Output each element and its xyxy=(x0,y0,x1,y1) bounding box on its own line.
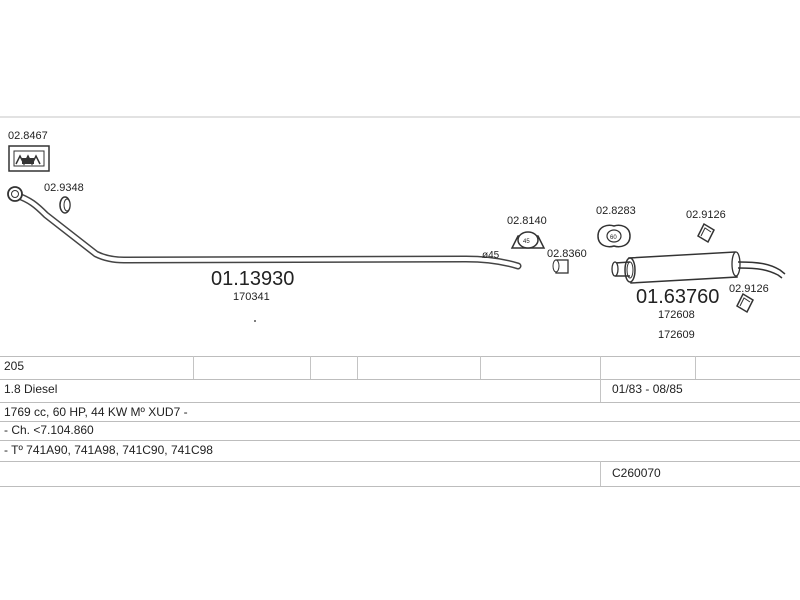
table-rule xyxy=(0,440,800,441)
part-number-clamp-left: 02.9348 xyxy=(44,182,84,194)
table-rule xyxy=(0,461,800,462)
table-cell-code: C260070 xyxy=(612,466,661,480)
oe-number-muffler-1: 172608 xyxy=(658,309,695,321)
rubber-hanger-icon xyxy=(697,222,715,244)
table-rule xyxy=(0,379,800,380)
front-pipe xyxy=(7,186,522,270)
table-divider xyxy=(695,356,696,379)
table-cell-chassis: - Ch. <7.104.860 xyxy=(4,423,94,437)
table-rule xyxy=(0,486,800,487)
table-cell-engine: 1.8 Diesel xyxy=(4,382,58,396)
pipe-clamp-icon xyxy=(59,196,71,214)
gasket-diameter-mark: 45 xyxy=(523,239,530,245)
table-cell-model: 205 xyxy=(4,359,25,373)
flange-diameter-mark: 60 xyxy=(610,235,617,241)
part-number-clamp-mid: 02.8360 xyxy=(547,248,587,260)
part-number-bracket: 02.8467 xyxy=(8,130,48,142)
table-divider xyxy=(193,356,194,379)
table-divider xyxy=(310,356,311,379)
table-divider xyxy=(357,356,358,379)
part-number-gasket: 02.8140 xyxy=(507,215,547,227)
table-cell-years: 01/83 - 08/85 xyxy=(612,382,683,396)
flange-gasket-icon: 45 xyxy=(510,231,546,249)
pipe-clamp-mid-icon xyxy=(552,259,569,274)
dot-mark xyxy=(254,320,256,322)
flange-gasket-large-icon: 60 xyxy=(597,224,631,248)
rubber-hanger-bottom-icon xyxy=(736,292,754,314)
table-rule xyxy=(0,402,800,403)
table-rule xyxy=(0,421,800,422)
rear-muffler xyxy=(611,251,786,284)
mount-bracket-icon xyxy=(8,145,50,172)
part-number-flange-gasket: 02.8283 xyxy=(596,205,636,217)
part-number-rubber-bottom: 02.9126 xyxy=(729,283,769,295)
part-number-rubber-top: 02.9126 xyxy=(686,209,726,221)
table-cell-specs: 1769 cc, 60 HP, 44 KW Mº XUD7 - xyxy=(4,405,188,419)
table-divider xyxy=(600,356,601,402)
table-rule xyxy=(0,356,800,357)
table-cell-types: - Tº 741A90, 741A98, 741C90, 741C98 xyxy=(4,443,213,457)
oe-number-muffler-2: 172609 xyxy=(658,329,695,341)
table-divider xyxy=(480,356,481,379)
part-number-front-pipe: 01.13930 xyxy=(211,268,294,290)
part-number-muffler: 01.63760 xyxy=(636,286,719,308)
exhaust-system-diagram: 02.8467 02.9348 01.13930 170341 ø45 02.8… xyxy=(0,116,800,341)
oe-number-front-pipe: 170341 xyxy=(233,291,270,303)
pipe-diameter-label: ø45 xyxy=(482,250,500,261)
table-divider xyxy=(600,461,601,486)
